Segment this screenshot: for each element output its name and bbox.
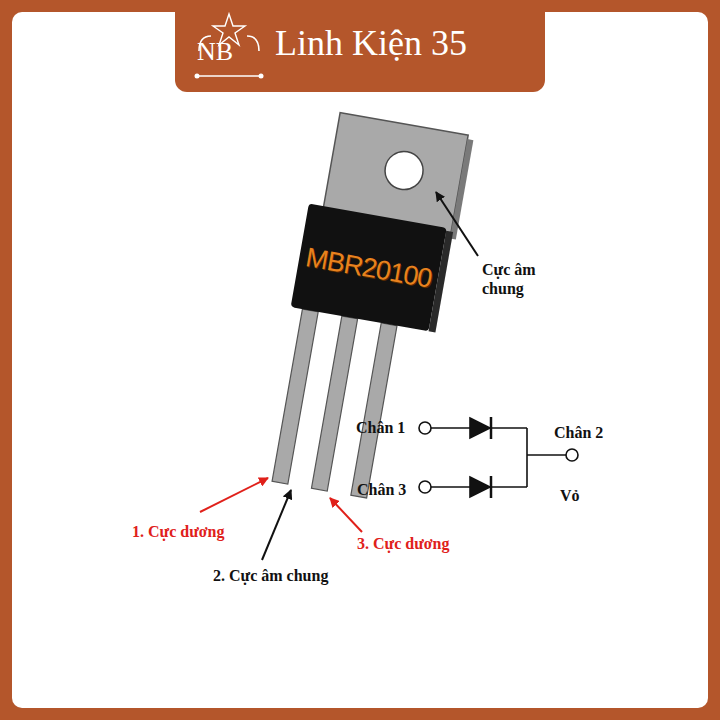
package-body: MBR20100 bbox=[291, 204, 447, 332]
pin-label: 2. Cực âm chung bbox=[213, 566, 328, 585]
lead-1 bbox=[272, 309, 318, 484]
leader-arrow bbox=[262, 490, 291, 560]
lead-2 bbox=[311, 316, 357, 491]
pin-label: 1. Cực dương bbox=[132, 522, 225, 541]
leader-arrow bbox=[330, 498, 362, 532]
logo-text: NB bbox=[197, 38, 233, 67]
mounting-hole bbox=[382, 149, 426, 193]
pin-name: Chân 1 bbox=[356, 418, 405, 437]
part-number: MBR20100 bbox=[304, 244, 434, 293]
brand-title: Linh Kiện 35 bbox=[275, 24, 467, 64]
lead-3 bbox=[351, 323, 397, 498]
tab-label: Cực âm chung bbox=[482, 260, 562, 298]
pin-label: 3. Cực dương bbox=[357, 534, 450, 553]
tab-edge bbox=[450, 139, 473, 240]
header-band: NB Linh Kiện 35 bbox=[175, 0, 545, 92]
pin-name: Vỏ bbox=[560, 486, 580, 505]
to220-package bbox=[272, 112, 474, 505]
pin-name: Chân 3 bbox=[357, 480, 406, 499]
pin-name: Chân 2 bbox=[554, 423, 603, 442]
leader-arrow bbox=[200, 478, 268, 512]
